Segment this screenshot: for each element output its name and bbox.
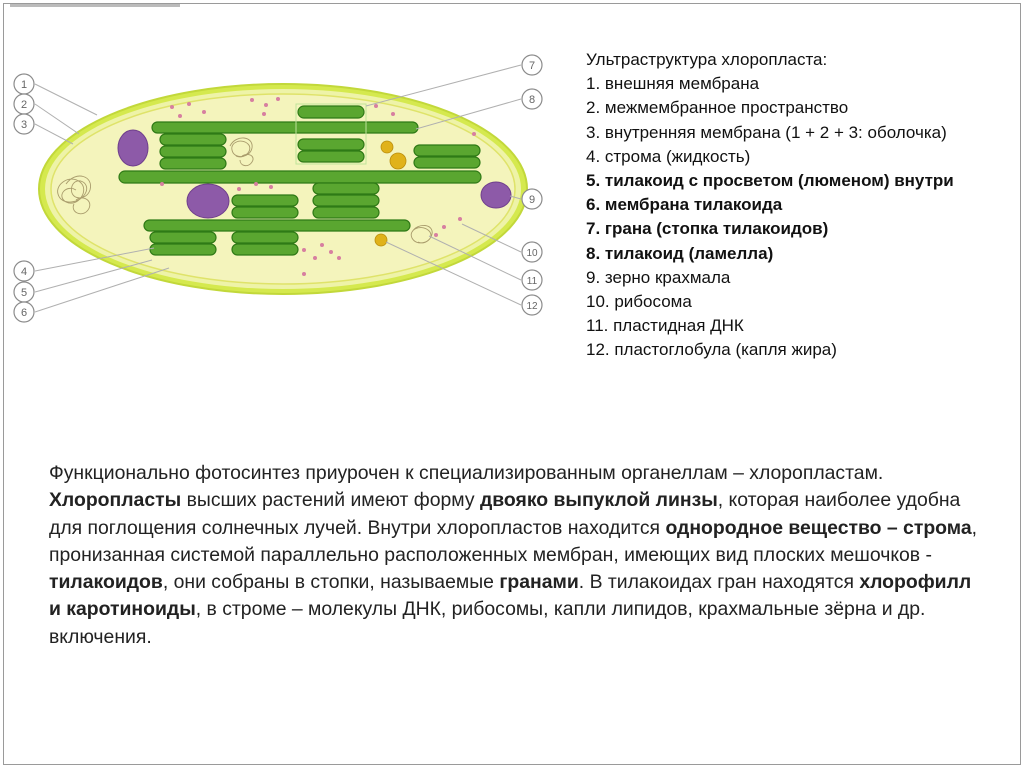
paragraph-text: , пронизанная системой параллельно распо… [49, 516, 978, 566]
paragraph-text-bold: хлорофилл и каротиноиды [49, 571, 972, 621]
svg-text:3: 3 [21, 119, 27, 131]
paragraph-text-bold: гранами [499, 571, 579, 594]
ribosomes [160, 97, 476, 276]
legend-item: 8. тилакоид (ламелла) [586, 243, 774, 263]
thylakoid-membranes [118, 105, 482, 256]
plastid-dna [57, 137, 433, 244]
paragraph-text: . В тилакоидах гран находятся [578, 571, 860, 594]
legend-item: 4. строма (жидкость) [586, 146, 751, 166]
callout-1: 1 [13, 73, 35, 95]
description-paragraph: Функционально фотосинтез приурочен к спе… [49, 460, 979, 651]
legend-item: 1. внешняя мембрана [586, 74, 760, 94]
paragraph-text-bold: двояко выпуклой линзы [479, 489, 718, 512]
svg-text:1: 1 [21, 79, 27, 91]
legend-title: Ультраструктура хлоропласта: [586, 50, 828, 69]
svg-text:11: 11 [527, 276, 538, 287]
callout-8: 8 [521, 88, 543, 110]
leader-lines [34, 64, 522, 313]
callout-11: 11 [521, 269, 543, 291]
svg-text:4: 4 [21, 266, 27, 278]
legend-item: 11. пластидная ДНК [586, 316, 744, 336]
source-url-strip [10, 4, 180, 7]
svg-text:9: 9 [529, 194, 535, 206]
starch-grains [117, 129, 512, 219]
svg-text:6: 6 [21, 307, 27, 319]
grana-highlight-box [295, 103, 367, 165]
callout-10: 10 [521, 241, 543, 263]
callout-3: 3 [13, 113, 35, 135]
callout-9: 9 [521, 188, 543, 210]
legend-item: 7. грана (стопка тилакоидов) [586, 219, 829, 239]
paragraph-text-bold: тилакоидов [49, 571, 163, 594]
paragraph-text: , в строме – молекулы ДНК, рибосомы, кап… [49, 598, 926, 648]
svg-text:12: 12 [526, 301, 538, 312]
callout-6: 6 [13, 301, 35, 323]
paragraph-text: , которая наиболее удобна для поглощения… [49, 489, 961, 539]
plastoglobules [374, 140, 407, 247]
paragraph-text: высших растений имеют форму [181, 489, 480, 512]
paragraph-text: Функционально фотосинтез приурочен к спе… [49, 462, 884, 484]
legend-item: 5. тилакоид с просветом (люменом) внутри [586, 171, 954, 191]
legend-item: 3. внутренняя мембрана (1 + 2 + 3: оболо… [586, 122, 947, 142]
callout-2: 2 [13, 93, 35, 115]
callout-12: 12 [521, 294, 543, 316]
paragraph-text-bold: однородное вещество – строма [665, 516, 972, 539]
legend-item: 12. пластоглобула (капля жира) [586, 340, 837, 360]
legend-item: 6. мембрана тилакоида [586, 195, 783, 215]
legend-item: 10. рибосома [586, 292, 692, 312]
grana-stack-top [297, 105, 365, 119]
svg-text:5: 5 [21, 287, 27, 299]
paragraph-text: , они собраны в стопки, называемые [162, 571, 500, 594]
paragraph-text-bold: Хлоропласты [49, 489, 182, 512]
svg-text:8: 8 [529, 94, 535, 106]
legend-item: 9. зерно крахмала [586, 267, 731, 287]
callout-7: 7 [521, 54, 543, 76]
svg-text:2: 2 [21, 99, 27, 111]
svg-text:10: 10 [526, 248, 538, 259]
callout-5: 5 [13, 281, 35, 303]
legend: Ультраструктура хлоропласта: 1. внешняя … [586, 48, 954, 363]
stroma-lamella [118, 170, 482, 184]
callout-4: 4 [13, 260, 35, 282]
legend-item: 2. межмембранное пространство [586, 98, 849, 118]
svg-text:7: 7 [529, 60, 535, 72]
